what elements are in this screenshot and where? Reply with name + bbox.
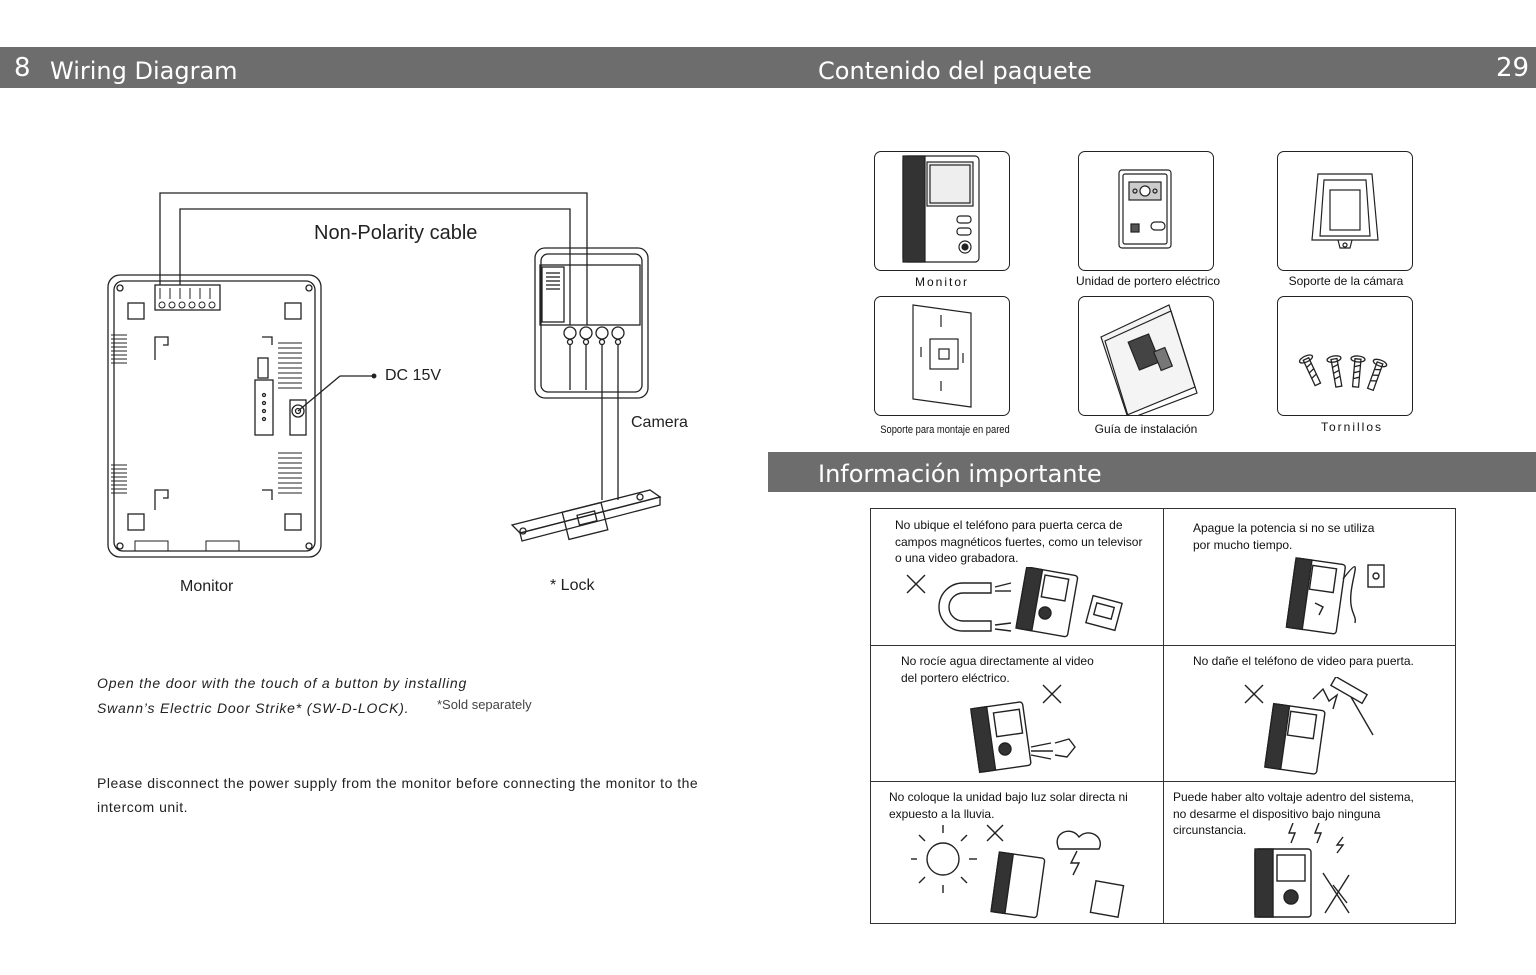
cable-label: Non-Polarity cable — [314, 222, 478, 244]
sun-rain-warning-icon — [911, 824, 1125, 919]
warning-cell-sun-rain: No coloque la unidad bajo luz solar dire… — [871, 781, 1164, 924]
lock-label: * Lock — [550, 577, 595, 594]
door-strike-note: Open the door with the touch of a button… — [97, 675, 468, 691]
caption-install-guide: Guía de instalación — [1094, 422, 1198, 436]
high-voltage-warning-icon — [1254, 823, 1350, 918]
camera-unit-icon — [534, 247, 649, 399]
caption-screws: Tornillos — [1320, 420, 1383, 434]
warning-cell-power-off: Apague la potencia si no se utiliza por … — [1163, 509, 1456, 646]
warning-cell-water: No rocíe agua directamente al video del … — [871, 645, 1164, 782]
wiring-diagram — [107, 192, 662, 558]
page-number-right: 29 — [1496, 53, 1530, 83]
disconnect-instruction-line2: intercom unit. — [97, 799, 189, 815]
door-strike-model: Swann’s Electric Door Strike* (SW-D-LOCK… — [97, 700, 410, 716]
monitor-icon — [902, 155, 980, 263]
warning-text-water: No rocíe agua directamente al video del … — [901, 654, 1094, 685]
package-card-camera-bracket — [1277, 151, 1413, 271]
monitor-back-icon — [107, 274, 377, 558]
warning-cell-damage: No dañe el teléfono de video para puerta… — [1163, 645, 1456, 782]
caption-camera-bracket: Soporte de la cámara — [1288, 274, 1404, 288]
monitor-label: Monitor — [180, 578, 234, 595]
page-number-left: 8 — [14, 53, 31, 83]
warning-text-high-voltage: Puede haber alto voltaje adentro del sis… — [1173, 790, 1414, 837]
water-spray-warning-icon — [970, 684, 1076, 774]
camera-bracket-icon — [1311, 173, 1379, 249]
warning-text-damage: No dañe el teléfono de video para puerta… — [1193, 654, 1414, 668]
package-card-monitor — [874, 151, 1010, 271]
wall-bracket-icon — [912, 304, 972, 408]
left-header-bar: 8 Wiring Diagram — [0, 47, 768, 88]
important-info-bar: Información importante — [768, 452, 1536, 492]
section-title-wiring: Wiring Diagram — [50, 57, 238, 85]
screws-icon — [1298, 354, 1388, 392]
camera-label: Camera — [631, 414, 688, 431]
magnet-warning-icon — [906, 567, 1123, 638]
warning-text-magnetic: No ubique el teléfono para puerta cerca … — [895, 518, 1143, 565]
caption-door-station: Unidad de portero eléctrico — [1075, 274, 1221, 288]
important-info-title: Información importante — [818, 460, 1102, 488]
dc-power-label: DC 15V — [385, 367, 442, 384]
caption-wall-bracket: Soporte para montaje en pared — [880, 424, 1010, 436]
non-polarity-cable — [159, 192, 619, 500]
section-title-package: Contenido del paquete — [818, 57, 1092, 85]
package-card-door-station — [1078, 151, 1214, 271]
caption-monitor: Monitor — [914, 275, 969, 289]
sold-separately-note: *Sold separately — [437, 697, 532, 712]
door-station-icon — [1118, 169, 1172, 249]
warning-text-power-off: Apague la potencia si no se utiliza por … — [1193, 521, 1375, 552]
manual-icon — [1100, 304, 1198, 415]
package-card-install-guide — [1078, 296, 1214, 416]
door-strike-lock-icon — [510, 489, 662, 542]
warning-cell-magnetic: No ubique el teléfono para puerta cerca … — [871, 509, 1164, 646]
warning-cell-high-voltage: Puede haber alto voltaje adentro del sis… — [1163, 781, 1456, 924]
right-header-bar: Contenido del paquete 29 — [768, 47, 1536, 88]
warnings-table: No ubique el teléfono para puerta cerca … — [870, 508, 1456, 924]
package-card-screws — [1277, 296, 1413, 416]
unplug-icon — [1285, 557, 1385, 635]
hammer-warning-icon — [1244, 677, 1374, 775]
warning-text-sun-rain: No coloque la unidad bajo luz solar dire… — [889, 790, 1128, 821]
disconnect-instruction-line1: Please disconnect the power supply from … — [97, 775, 699, 791]
package-card-wall-bracket — [874, 296, 1010, 416]
